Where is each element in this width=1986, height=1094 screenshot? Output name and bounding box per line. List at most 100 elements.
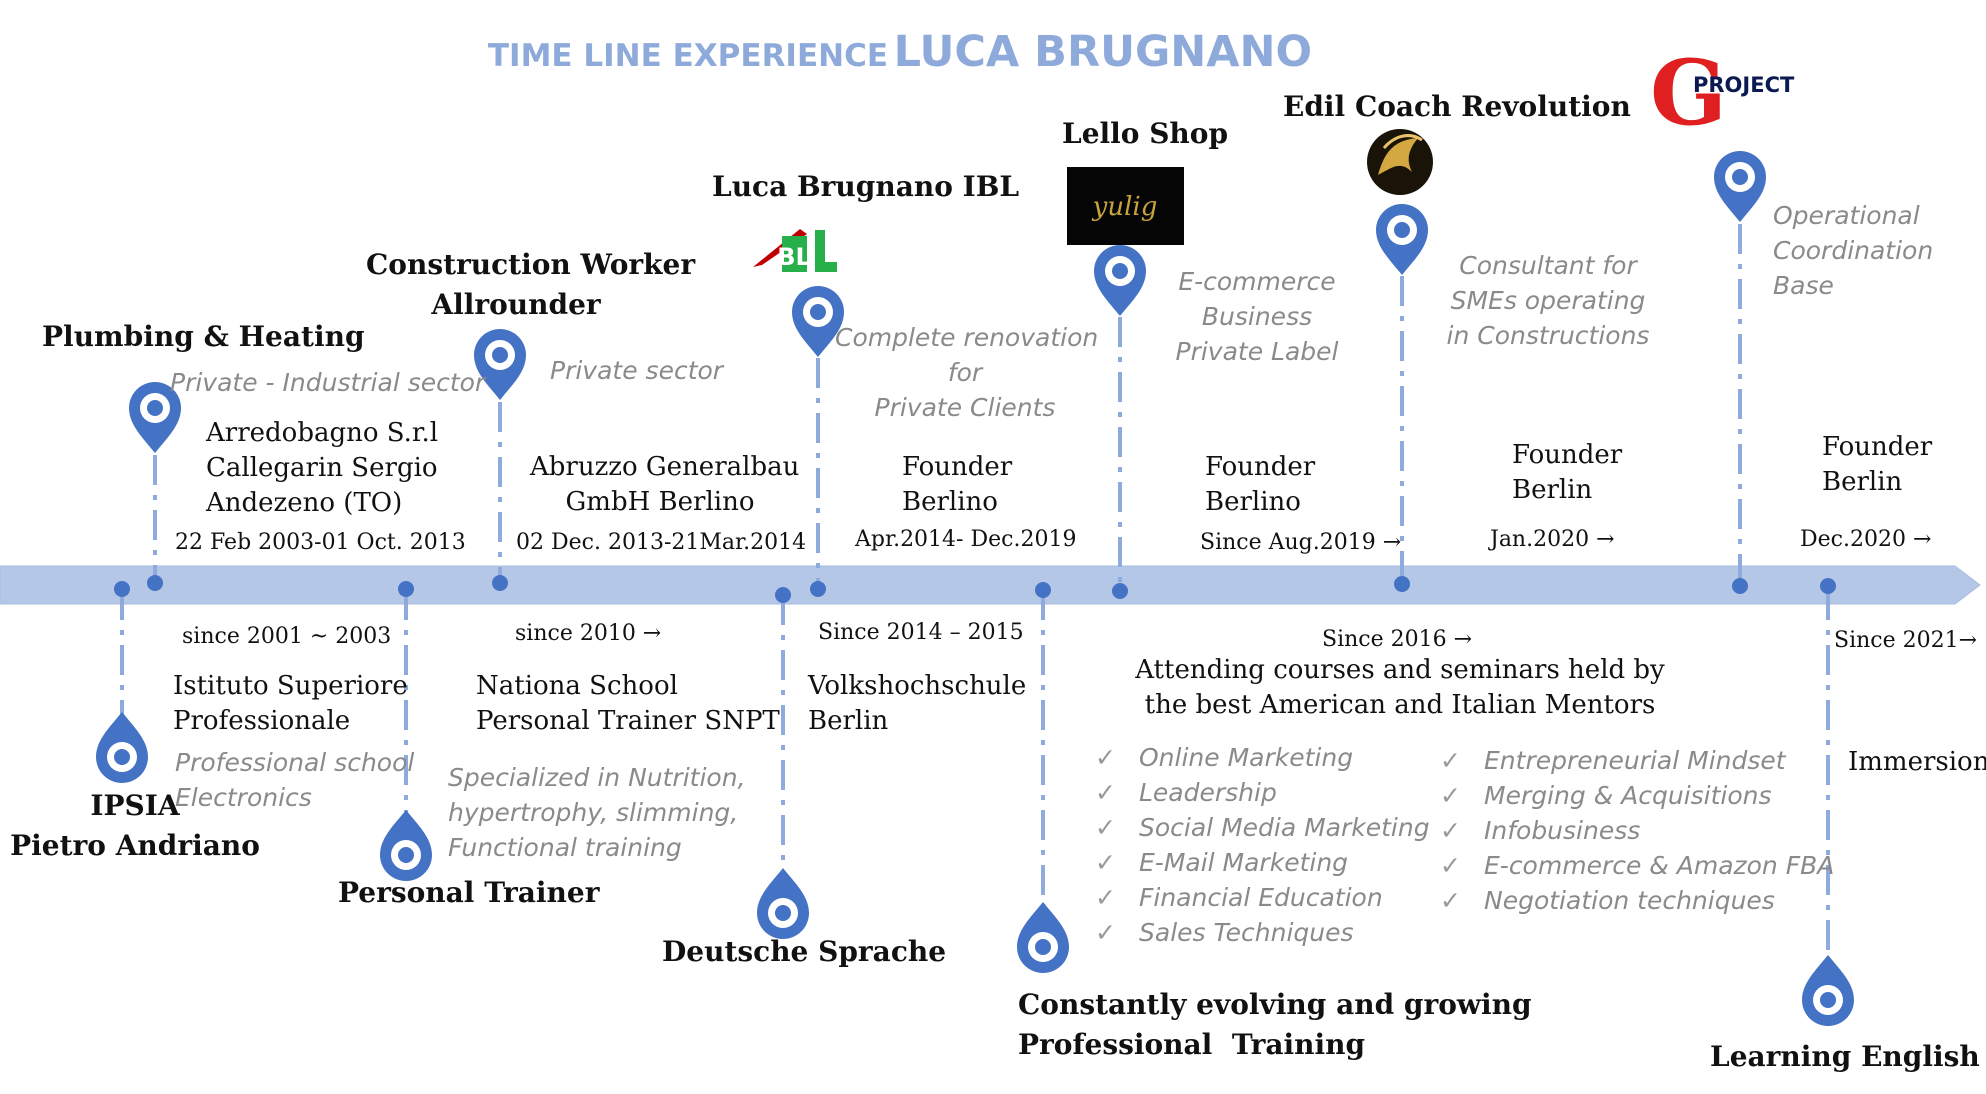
heading-line: Professional Training (1018, 1028, 1366, 1061)
page-title: TIME LINE EXPERIENCE LUCA BRUGNANO (0, 27, 1800, 79)
entry-org: Nationa School Personal Trainer SNPT (476, 669, 780, 739)
subtitle-line: Private sector (550, 356, 724, 385)
entry-date: Since Aug.2019 → (1200, 530, 1402, 555)
map-pin-icon (1094, 245, 1146, 316)
topic-label: Financial Education (1139, 883, 1383, 912)
map-pin-icon (380, 810, 432, 881)
topic-item: ✓Negotiation techniques (1440, 883, 1834, 918)
org-line: Berlino (1205, 487, 1301, 517)
org-line: Founder (902, 452, 1013, 482)
topic-item: ✓Entrepreneurial Mindset (1440, 743, 1834, 778)
org-line: Attending courses and seminars held by (1135, 655, 1665, 685)
subtitle-line: SMEs operating (1450, 286, 1646, 315)
entry-subtitle: Specialized in Nutrition, hypertrophy, s… (448, 760, 746, 865)
org-line: the best American and Italian Mentors (1144, 690, 1656, 720)
heading-line: Pietro Andriano (10, 829, 260, 862)
heading-line: Lello Shop (1062, 117, 1229, 150)
axis-dot (1035, 582, 1051, 598)
org-line: GmbH Berlino (565, 487, 755, 517)
timeline-dots (114, 575, 1836, 603)
axis-dot (398, 581, 414, 597)
heading-line: Constantly evolving and growing (1018, 988, 1532, 1021)
topic-label: Sales Techniques (1139, 918, 1354, 947)
org-line: Founder (1512, 440, 1623, 470)
topic-item: ✓ Financial Education (1095, 880, 1430, 915)
entry-heading: Deutsche Sprache (662, 935, 946, 968)
topic-label: Negotiation techniques (1484, 886, 1775, 915)
heading-line: Deutsche Sprache (662, 935, 947, 968)
heading-line: Allrounder (431, 288, 601, 321)
org-line: Istituto Superiore (173, 671, 408, 701)
check-icon: ✓ (1095, 778, 1116, 807)
entry-heading: Learning English (1710, 1040, 1980, 1073)
map-pin-icon (1802, 955, 1854, 1026)
entry-subtitle: Complete renovation for Private Clients (835, 320, 1099, 425)
subtitle-line: Complete renovation (835, 323, 1099, 352)
entry-date: 02 Dec. 2013-21Mar.2014 (516, 530, 807, 555)
subtitle-line: hypertrophy, slimming, (448, 798, 739, 827)
axis-dot (147, 575, 163, 591)
topic-item: ✓Social Media Marketing (1095, 810, 1430, 845)
map-pin-icon (792, 286, 844, 357)
entry-heading: Lello Shop (1062, 117, 1228, 150)
entry-org: Abruzzo Generalbau GmbH Berlino (530, 450, 800, 520)
topic-item: ✓ E-commerce & Amazon FBA (1440, 848, 1834, 883)
entry-heading: Constantly evolving and growing Professi… (1018, 985, 1532, 1065)
check-icon: ✓ (1095, 883, 1116, 912)
subtitle-line: Professional school (175, 748, 415, 777)
org-line: Berlin (808, 706, 889, 736)
topic-item: ✓Sales Techniques (1095, 915, 1430, 950)
entry-subtitle: Private sector (550, 356, 723, 385)
org-line: Berlino (902, 487, 998, 517)
topic-label: Leadership (1139, 778, 1277, 807)
topic-label: Entrepreneurial Mindset (1484, 746, 1786, 775)
map-pin-icon (1376, 204, 1428, 275)
entry-date: Dec.2020 → (1800, 527, 1932, 552)
org-line: Professionale (173, 706, 351, 736)
gproject-logo-icon: G PROJECT (1650, 40, 1795, 146)
org-line: Founder (1822, 432, 1933, 462)
topic-label: E-Mail Marketing (1139, 848, 1349, 877)
org-line: Andezeno (TO) (206, 488, 403, 518)
topic-label: E-commerce & Amazon FBA (1484, 851, 1835, 880)
heading-line: Plumbing & Heating (42, 320, 365, 353)
timeline-axis (0, 565, 1981, 605)
entry-date: since 2001 ~ 2003 (182, 624, 392, 649)
entry-date: Apr.2014- Dec.2019 (855, 527, 1077, 552)
org-line: Founder (1205, 452, 1316, 482)
axis-dot (492, 575, 508, 591)
g-letter: G (1650, 40, 1727, 146)
entry-org: Attending courses and seminars held by t… (1130, 653, 1670, 723)
heading-line: Luca Brugnano IBL (712, 170, 1020, 203)
topic-item: ✓Infobusiness (1440, 813, 1834, 848)
heading-line: Personal Trainer (338, 876, 600, 909)
org-line: Berlin (1822, 467, 1903, 497)
entry-heading: Luca Brugnano IBL (712, 170, 1019, 203)
title-name: LUCA BRUGNANO (893, 27, 1313, 77)
topic-item: ✓Merging & Acquisitions (1440, 778, 1834, 813)
topics-left: ✓ Online Marketing ✓ Leadership ✓Social Me… (1095, 740, 1430, 950)
entry-org: Founder Berlin (1822, 430, 1932, 500)
ibl-logo-text: BL (777, 243, 811, 271)
entry-org: Founder Berlino (1205, 450, 1315, 520)
check-icon: ✓ (1440, 851, 1461, 880)
heading-line: Learning English (1710, 1040, 1980, 1073)
entry-org: Istituto Superiore Professionale (173, 669, 408, 739)
topic-label: Online Marketing (1139, 743, 1354, 772)
org-line: Abruzzo Generalbau (530, 452, 800, 482)
entry-org: Founder Berlin (1512, 438, 1622, 508)
pins-above (129, 151, 1766, 453)
entry-subtitle: Operational Coordination Base (1773, 198, 1933, 303)
entry-date: Since 2016 → (1322, 627, 1473, 652)
subtitle-line: in Constructions (1446, 321, 1650, 350)
subtitle-line: for (947, 358, 983, 387)
subtitle-line: E-commerce (1178, 267, 1336, 296)
org-line: Berlin (1512, 475, 1593, 505)
heading-line: IPSIA (90, 789, 180, 822)
entry-org: Arredobagno S.r.l Callegarin Sergio Ande… (206, 416, 438, 521)
map-pin-icon (757, 868, 809, 939)
timeline-connectors (120, 224, 1830, 960)
entry-date: Since 2014 – 2015 (818, 620, 1024, 645)
